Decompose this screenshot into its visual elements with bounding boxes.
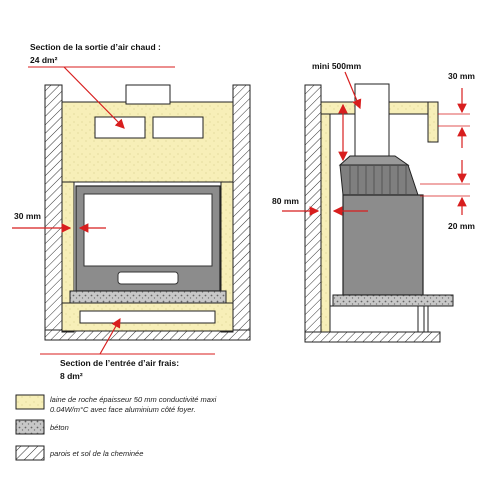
front-wall-left: [44, 84, 63, 336]
hot-air-grille-right: [152, 116, 204, 139]
front-top-insulation: [61, 101, 234, 183]
front-firebox-handle: [117, 271, 179, 285]
hot-air-grille-left: [94, 116, 146, 139]
side-concrete-base: [332, 294, 454, 307]
legend-swatch-hatch: [15, 445, 45, 461]
side-bottom-insulation: [329, 305, 429, 333]
legend-wool-line2: 0.04W/m°C avec face aluminium côté foyer…: [50, 405, 196, 414]
side-flue: [354, 83, 390, 157]
front-firebox-glass: [83, 193, 213, 267]
fresh-air-arrow: [99, 317, 121, 355]
fresh-air-label-line2: 8 dm²: [60, 371, 83, 381]
front-wall-right: [232, 84, 251, 336]
side-leg: [417, 305, 425, 333]
legend-hatch-label: parois et sol de la cheminée: [49, 449, 143, 458]
side-view: mini 500mm 30 mm 80 mm 20 mm: [272, 61, 475, 343]
legend-swatch-concrete: [15, 419, 45, 435]
hot-air-arrow: [63, 66, 125, 129]
side-firebox-ribs: [349, 166, 407, 194]
side-floor: [304, 331, 441, 343]
mini-pointer: [344, 71, 362, 110]
legend-swatch-wool: [15, 394, 45, 410]
side-front-insulation: [427, 101, 439, 143]
hot-air-label-line1: Section de la sortie d’air chaud :: [30, 42, 161, 52]
side-firebox-body: [342, 194, 424, 296]
front-concrete-base: [69, 290, 227, 304]
side-left-label: 80 mm: [272, 196, 299, 206]
mini-label: mini 500mm: [312, 61, 362, 71]
side-back-insulation: [320, 101, 331, 333]
legend-wool-line1: laine de roche épaisseur 50 mm conductiv…: [50, 395, 217, 404]
side-top-label: 30 mm: [448, 71, 475, 81]
side-bottom-label: 20 mm: [448, 221, 475, 231]
legend-concrete-label: béton: [50, 423, 69, 432]
fresh-air-grille: [79, 310, 216, 324]
fresh-air-label-line1: Section de l’entrée d’air frais:: [60, 358, 179, 368]
front-flue: [125, 84, 171, 105]
legend: laine de roche épaisseur 50 mm conductiv…: [15, 394, 217, 461]
side-flue-collar: [338, 155, 410, 166]
hot-air-label-line2: 24 dm²: [30, 55, 58, 65]
front-gap-label: 30 mm: [14, 211, 41, 221]
side-wall-back: [304, 84, 322, 341]
front-view: Section de la sortie d’air chaud : 24 dm…: [12, 42, 251, 381]
